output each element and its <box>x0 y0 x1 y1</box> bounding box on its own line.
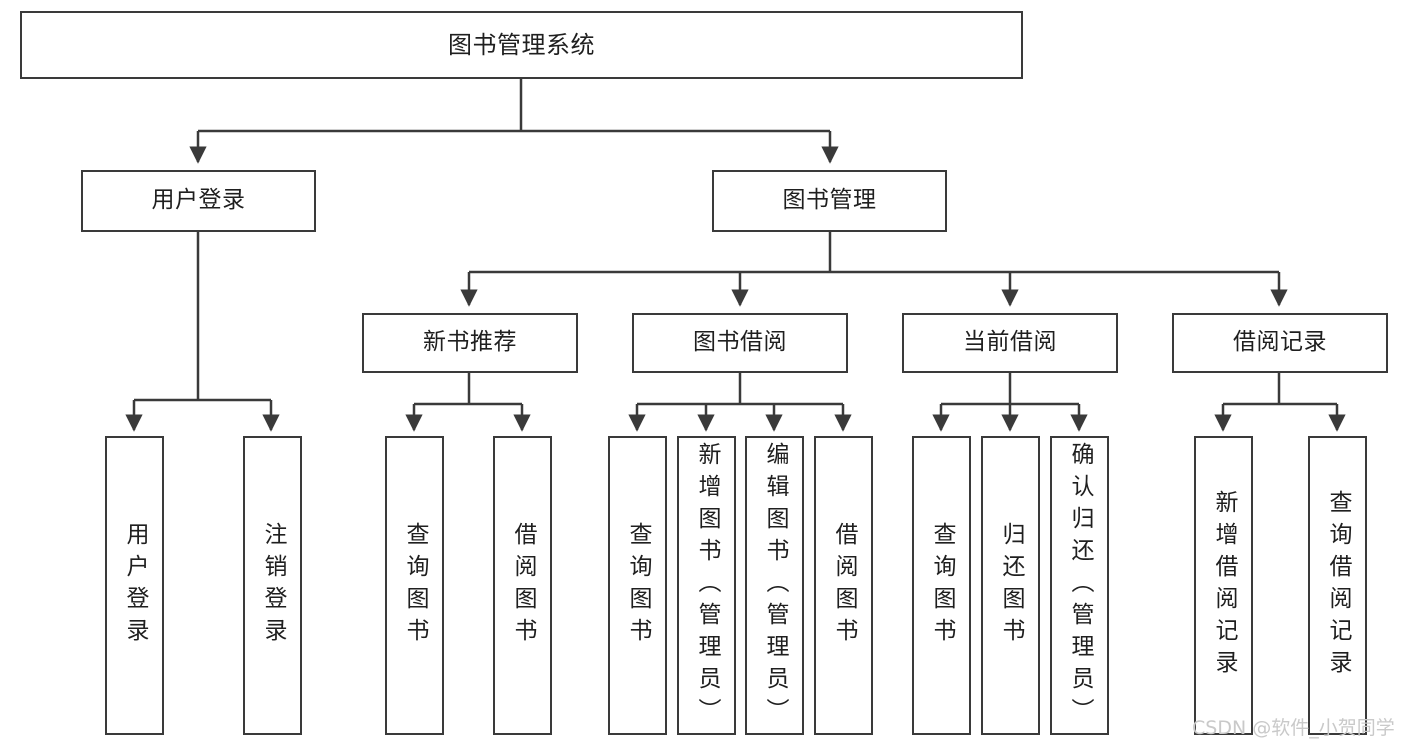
node-label: 借阅图书 <box>831 521 857 650</box>
node-label: 查询图书 <box>625 521 651 650</box>
csdn-watermark: CSDN @软件_小贺同学 <box>1192 717 1395 739</box>
leaf-query-book-borrow[interactable]: 查询图书 <box>608 436 667 735</box>
leaf-add-book[interactable]: 新增图书（管理员） <box>677 436 736 735</box>
node-label: 当前借阅 <box>963 329 1057 356</box>
leaf-edit-book[interactable]: 编辑图书（管理员） <box>745 436 804 735</box>
node-label: 新增图书（管理员） <box>694 442 720 730</box>
leaf-query-borrow-record[interactable]: 查询借阅记录 <box>1308 436 1367 735</box>
node-book-management[interactable]: 图书管理 <box>712 170 947 232</box>
node-label: 用户登录 <box>151 187 246 214</box>
node-label: 图书借阅 <box>693 329 787 356</box>
node-label: 查询图书 <box>929 521 955 650</box>
node-label: 借阅图书 <box>510 521 536 650</box>
leaf-add-borrow-record[interactable]: 新增借阅记录 <box>1194 436 1253 735</box>
leaf-query-book-current[interactable]: 查询图书 <box>912 436 971 735</box>
leaf-query-book-recommend[interactable]: 查询图书 <box>385 436 444 735</box>
node-label: 注销登录 <box>260 521 286 650</box>
node-label: 用户登录 <box>122 521 148 650</box>
node-label: 查询图书 <box>402 521 428 650</box>
leaf-return-book[interactable]: 归还图书 <box>981 436 1040 735</box>
leaf-user-login[interactable]: 用户登录 <box>105 436 164 735</box>
node-label: 确认归还（管理员） <box>1067 442 1093 730</box>
node-label: 图书管理系统 <box>448 30 595 59</box>
node-borrow-record[interactable]: 借阅记录 <box>1172 313 1388 373</box>
node-label: 借阅记录 <box>1233 329 1327 356</box>
leaf-borrow-book-recommend[interactable]: 借阅图书 <box>493 436 552 735</box>
node-user-login[interactable]: 用户登录 <box>81 170 316 232</box>
node-book-borrow[interactable]: 图书借阅 <box>632 313 848 373</box>
node-label: 编辑图书（管理员） <box>762 442 788 730</box>
node-label: 归还图书 <box>998 521 1024 650</box>
node-label: 新书推荐 <box>423 329 517 356</box>
node-label: 新增借阅记录 <box>1211 489 1237 682</box>
node-label: 查询借阅记录 <box>1325 489 1351 682</box>
node-root-book-management-system[interactable]: 图书管理系统 <box>20 11 1023 79</box>
leaf-confirm-return[interactable]: 确认归还（管理员） <box>1050 436 1109 735</box>
leaf-logout[interactable]: 注销登录 <box>243 436 302 735</box>
leaf-borrow-book[interactable]: 借阅图书 <box>814 436 873 735</box>
node-label: 图书管理 <box>782 187 877 214</box>
node-current-borrow[interactable]: 当前借阅 <box>902 313 1118 373</box>
node-new-book-recommend[interactable]: 新书推荐 <box>362 313 578 373</box>
